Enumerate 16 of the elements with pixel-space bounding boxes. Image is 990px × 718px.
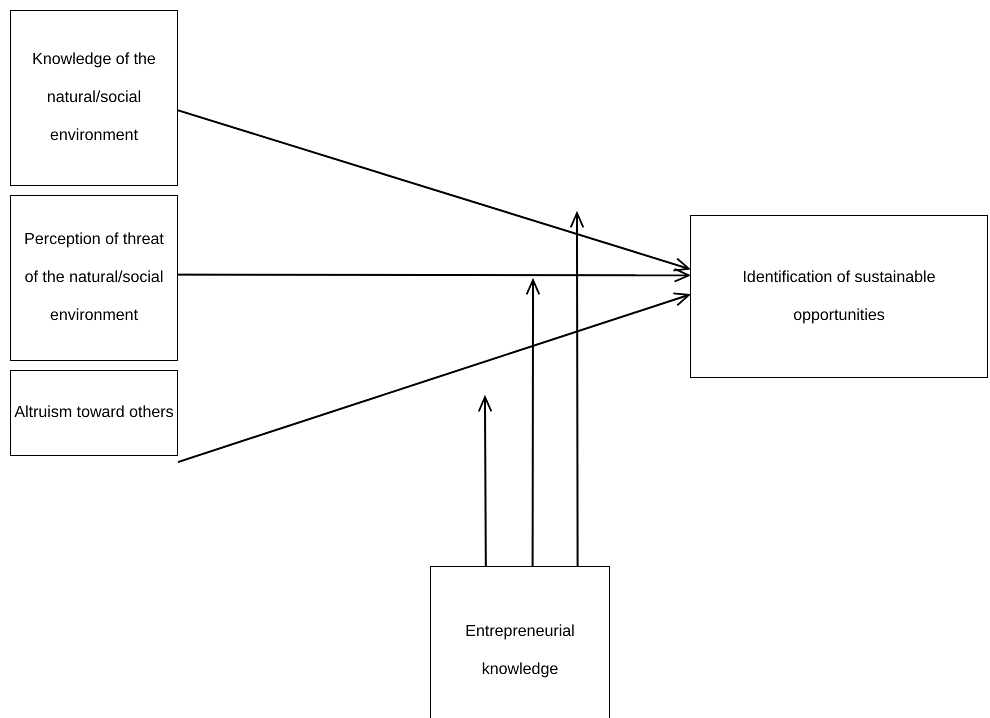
concept-box	[430, 566, 610, 718]
arrow	[526, 279, 540, 566]
node-label: Altruism toward others	[13, 403, 175, 423]
concept-box	[10, 195, 178, 361]
node-label: Entrepreneurial knowledge	[464, 622, 576, 680]
concept-box	[10, 10, 178, 186]
arrow	[178, 109, 690, 272]
node-label: Identification of sustainable opportunities	[741, 268, 936, 326]
node-label: Knowledge of the natural/social environment	[31, 50, 157, 146]
arrow	[178, 292, 690, 463]
node-label: Perception of threat of the natural/social environment	[23, 230, 165, 326]
arrow	[478, 396, 492, 566]
concept-box	[690, 215, 988, 378]
arrow	[178, 268, 690, 282]
arrow	[570, 212, 584, 566]
concept-box	[10, 370, 178, 456]
